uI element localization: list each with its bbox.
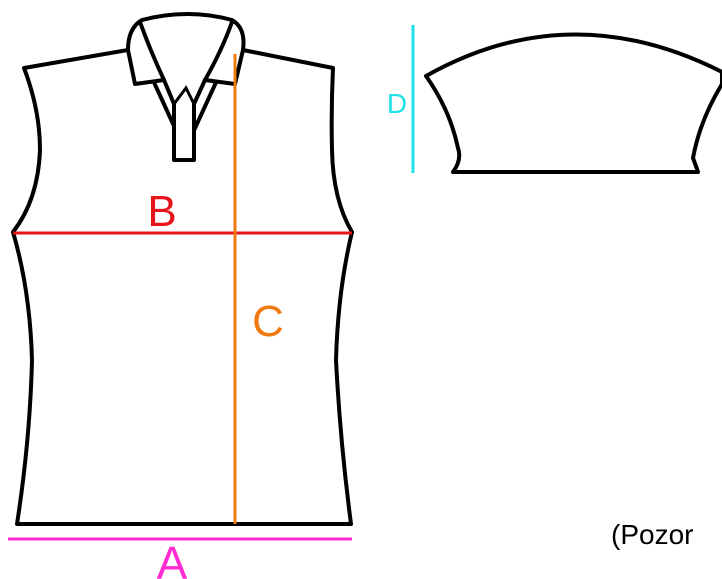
label-d: D: [387, 88, 407, 119]
collar-inner-line: [138, 20, 234, 82]
pattern-piece-outline: [424, 32, 722, 174]
label-c: C: [252, 297, 284, 346]
label-a: A: [157, 537, 188, 579]
note-text: (Pozor: [611, 519, 694, 550]
label-b: B: [147, 187, 176, 236]
shirt-body-outline: [11, 48, 354, 526]
placket-line: [172, 85, 196, 105]
